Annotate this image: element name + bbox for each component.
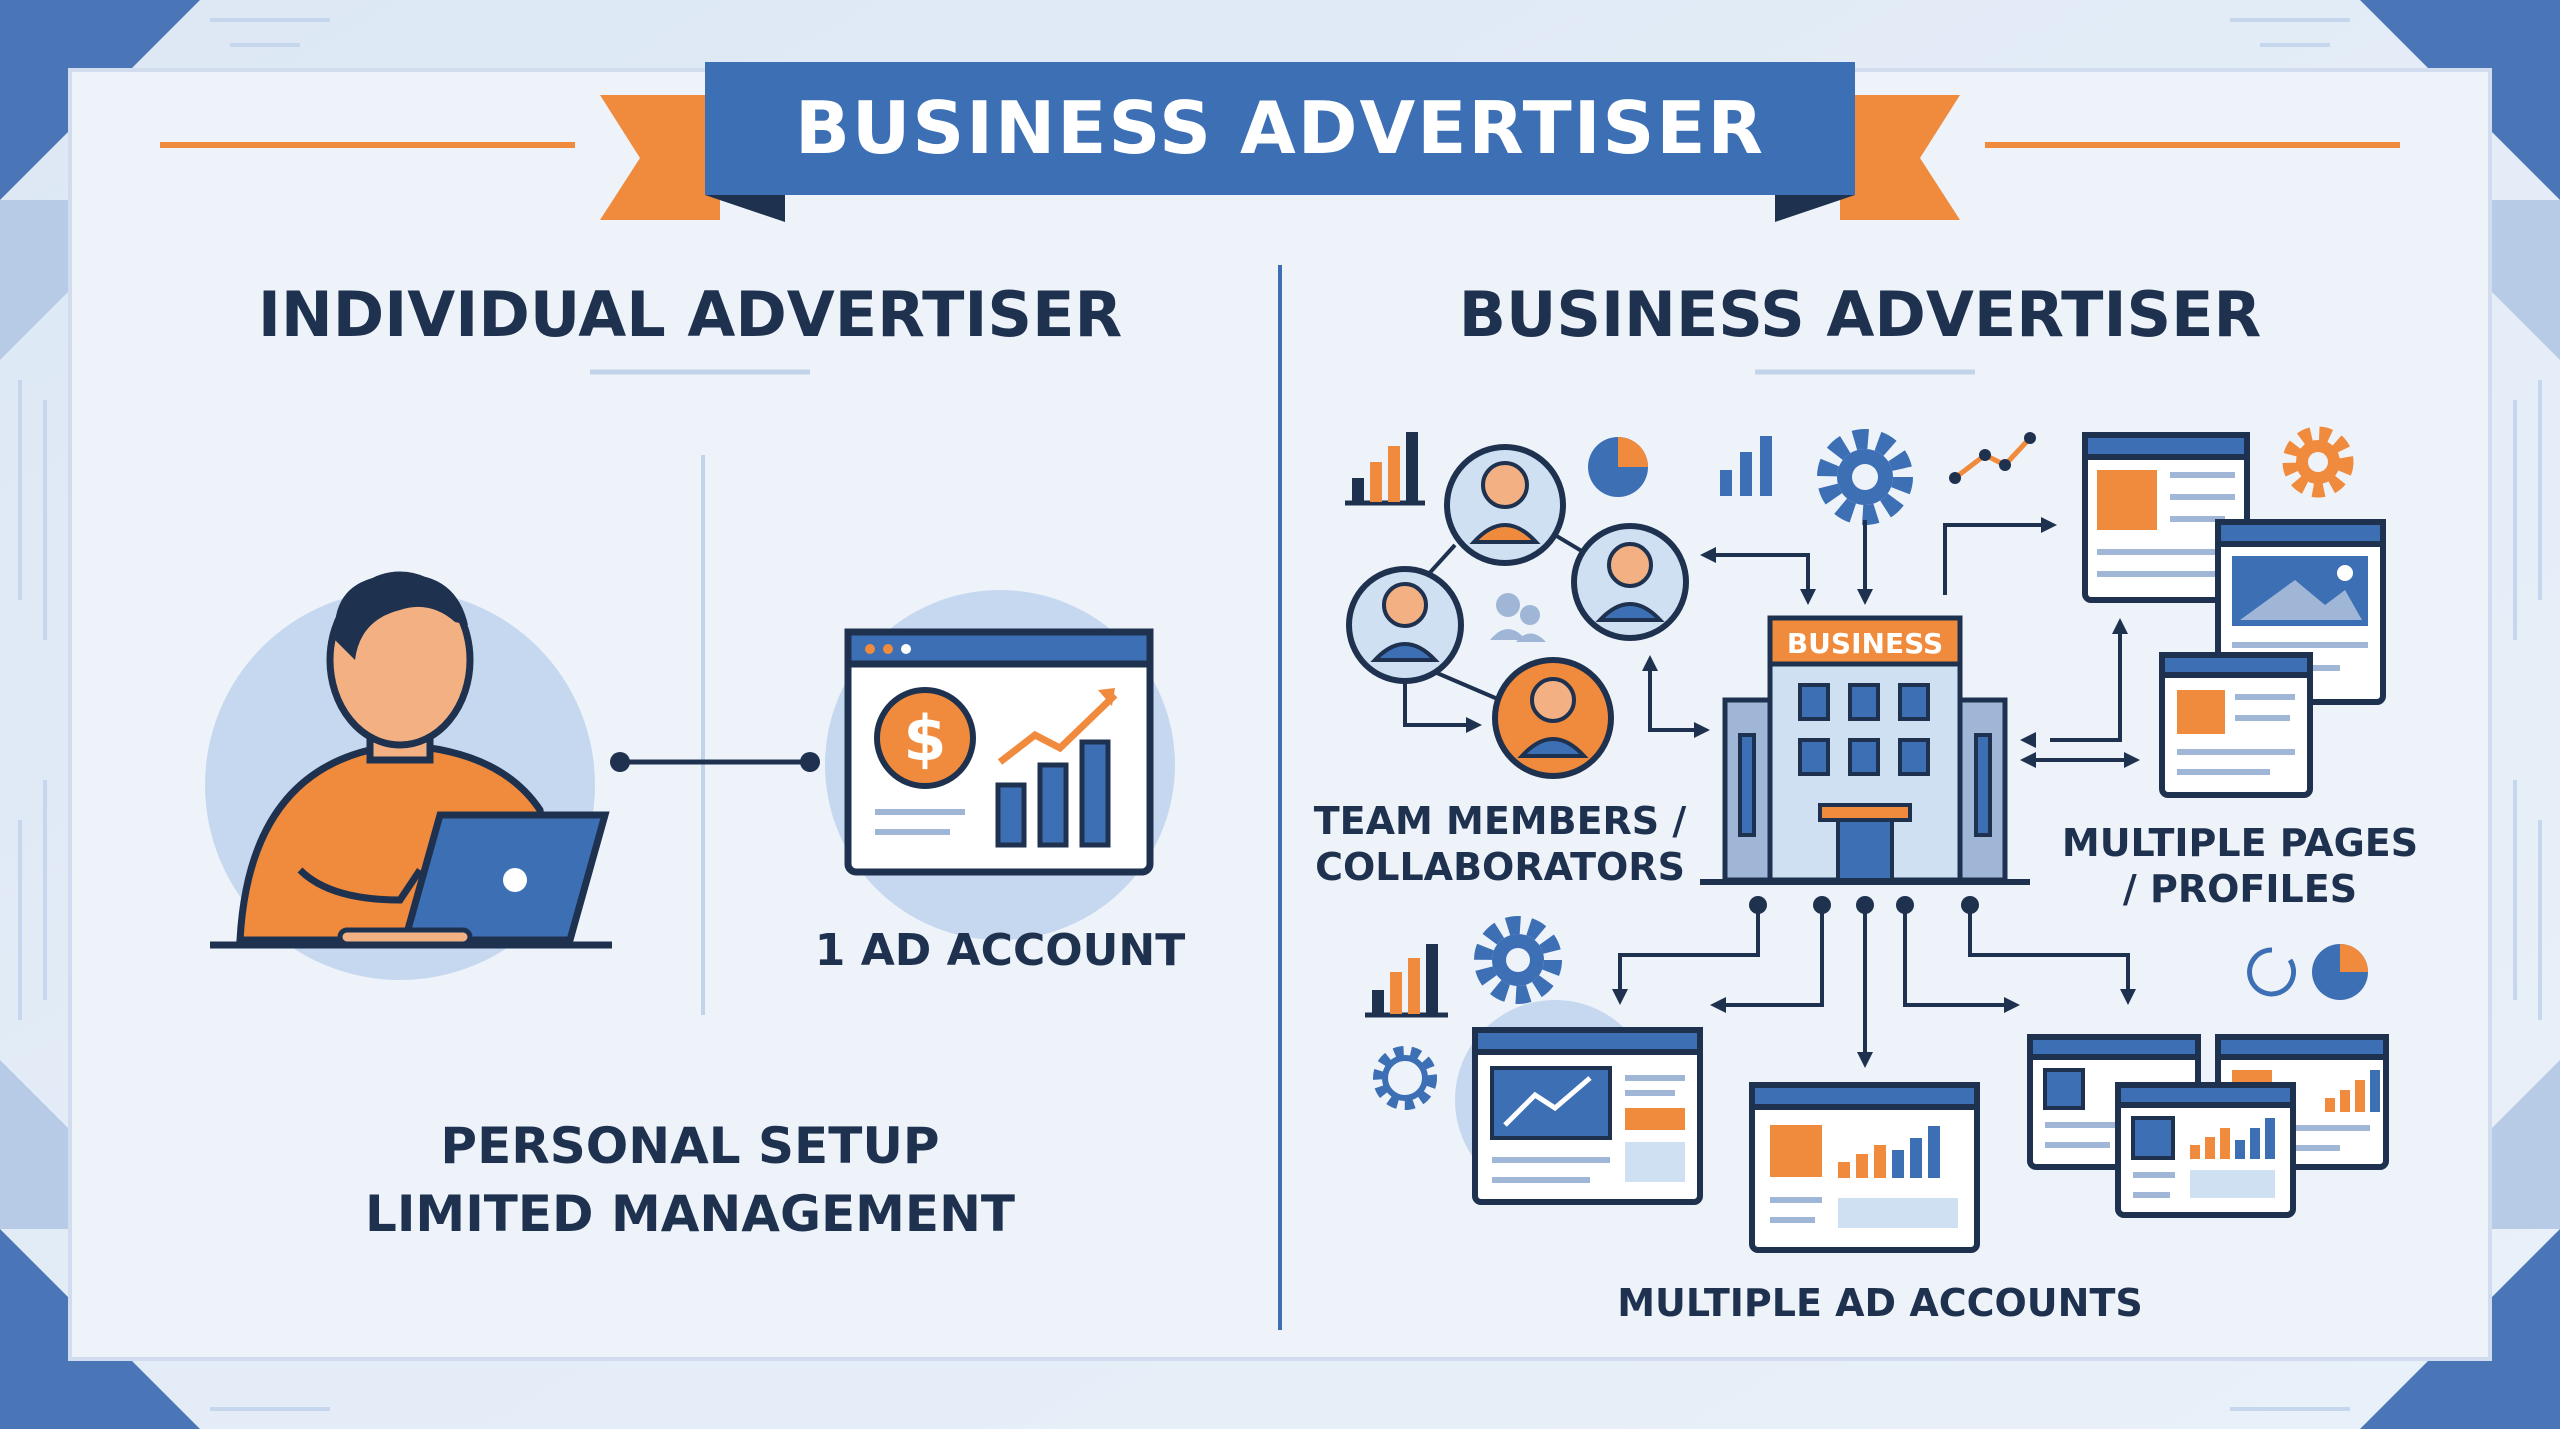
connector-arrows	[1618, 520, 2130, 1058]
left-section-title: INDIVIDUAL ADVERTISER	[257, 278, 1123, 351]
team-line: TEAM MEMBERS /	[1313, 799, 1687, 843]
title-banner	[160, 62, 2400, 222]
user-group-icon	[1490, 593, 1546, 642]
person-laptop-icon	[205, 571, 612, 980]
gear-icon	[1817, 429, 1913, 525]
team-avatar-icon	[1346, 566, 1464, 684]
building-icon	[1700, 615, 2030, 885]
trend-line-icon	[1949, 432, 2036, 484]
gear-icon	[1373, 1046, 1437, 1110]
ad-account-window	[2115, 1082, 2296, 1218]
pie-chart-icon	[1588, 437, 1648, 497]
bar-chart-icon	[1345, 432, 1425, 506]
team-line: COLLABORATORS	[1315, 845, 1685, 889]
team-avatar-icon	[1444, 444, 1566, 566]
gear-icon	[1474, 916, 1562, 1004]
pages-line: / PROFILES	[2122, 867, 2358, 911]
ad-account-label: 1 AD ACCOUNT	[814, 925, 1186, 976]
bar-chart-icon	[1365, 944, 1448, 1018]
connector-line	[610, 752, 820, 772]
bar-chart-icon	[995, 739, 1111, 848]
accounts-label: MULTIPLE AD ACCOUNTS	[1617, 1281, 2143, 1325]
right-section-title: BUSINESS ADVERTISER	[1458, 278, 2262, 351]
ad-account-window	[2027, 1034, 2201, 1170]
setup-label: PERSONAL SETUP LIMITED MANAGEMENT	[290, 1112, 1090, 1248]
pie-chart-icon	[2247, 944, 2368, 1000]
team-label: TEAM MEMBERS / COLLABORATORS	[1300, 798, 1700, 890]
page-window	[2082, 432, 2250, 603]
arrow	[1466, 717, 1482, 733]
main-title: BUSINESS ADVERTISER	[795, 86, 1765, 170]
ad-account-window	[1455, 1000, 1703, 1205]
bar-chart-icon	[1720, 436, 1772, 496]
team-avatar-icon	[1571, 523, 1689, 641]
setup-line: LIMITED MANAGEMENT	[364, 1185, 1016, 1243]
team-avatar-icon	[1492, 657, 1614, 779]
arrowheads	[1612, 517, 2140, 1068]
building-sign: BUSINESS	[1786, 627, 1944, 660]
dollar-icon: $	[874, 687, 976, 789]
page-window	[2159, 652, 2313, 798]
pages-line: MULTIPLE PAGES	[2061, 821, 2419, 865]
ad-account-window: $	[825, 590, 1175, 940]
setup-line: PERSONAL SETUP	[440, 1117, 940, 1175]
ad-account-window	[1749, 1082, 1980, 1253]
svg-text:$: $	[903, 702, 946, 775]
pages-label: MULTIPLE PAGES / PROFILES	[2040, 820, 2440, 912]
gear-icon	[2282, 426, 2354, 498]
